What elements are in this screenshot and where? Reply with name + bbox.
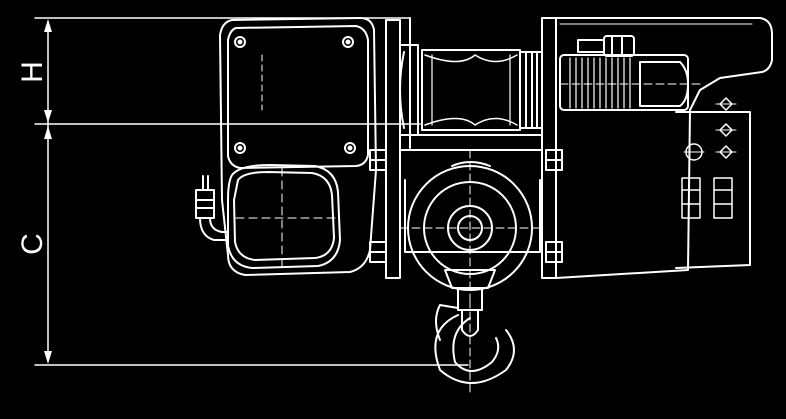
frame-bolts [369, 149, 563, 263]
control-panel-symbols [681, 97, 737, 219]
cable-gland [195, 175, 229, 241]
gearbox-housing [555, 17, 773, 279]
dimension-lines [34, 17, 469, 366]
dimension-label-h: H [16, 61, 49, 83]
dimension-label-c: C [16, 233, 49, 255]
trolley-motor [559, 54, 701, 111]
bottom-block [399, 149, 541, 301]
brake-cover [227, 164, 341, 271]
connector-plug [577, 35, 635, 57]
load-hook [434, 287, 515, 396]
hoist-motor-housing [219, 17, 377, 276]
rope-drum [399, 17, 543, 149]
